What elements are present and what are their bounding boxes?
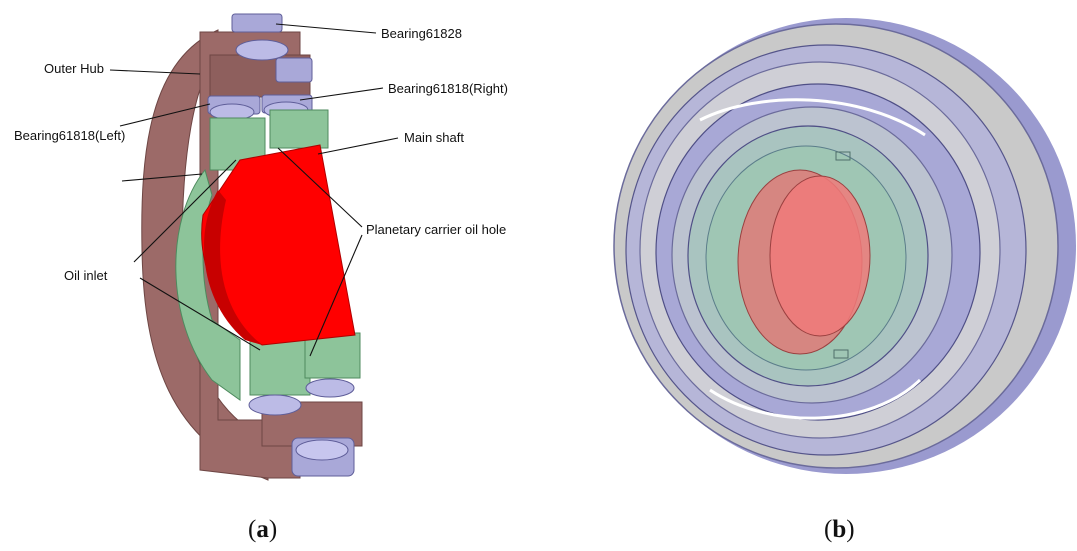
bearing-61828-top <box>231 13 313 83</box>
carrier-bottom-left <box>249 339 311 396</box>
callout-leaders <box>109 23 399 357</box>
ring-gap-top <box>699 98 926 137</box>
bearing-lower <box>248 378 355 477</box>
main-shaft-face <box>204 190 262 345</box>
leader-planetary-1 <box>277 147 363 228</box>
shaft-front <box>769 175 871 337</box>
panel-b-transparent-view: (b) <box>613 18 1076 543</box>
caption-b-letter: b <box>832 516 846 543</box>
leader-main-shaft <box>317 137 399 155</box>
carrier-top-right <box>269 109 329 149</box>
oil-hole-mark-bottom <box>833 349 849 359</box>
outer-hub-shape <box>141 29 269 481</box>
leader-oil-inlet-2 <box>139 277 261 351</box>
caption-b: (b) <box>824 516 855 543</box>
caption-a-letter: a <box>256 516 269 543</box>
caption-a: (a) <box>248 516 277 543</box>
label-bearing-61828: Bearing61828 <box>381 26 462 41</box>
leader-bearing-left <box>119 103 211 127</box>
label-planetary-oil-hole: Planetary carrier oil hole <box>366 222 506 237</box>
label-main-shaft: Main shaft <box>404 130 464 145</box>
leader-bearing-61828 <box>275 23 377 34</box>
label-bearing-right: Bearing61818(Right) <box>388 81 508 96</box>
label-oil-inlet: Oil inlet <box>64 268 108 283</box>
panel-a-section-view: Bearing61828 Outer Hub Bearing61818(Righ… <box>14 13 508 543</box>
ring-gap-bottom <box>709 378 922 420</box>
leader-oil-inlet-1 <box>133 159 237 263</box>
leader-blank <box>121 173 203 182</box>
leader-outer-hub <box>109 69 201 75</box>
label-outer-hub: Outer Hub <box>44 61 104 76</box>
bearing-61818-left <box>207 95 261 121</box>
oil-hole-mark-top <box>835 151 851 161</box>
leader-planetary-2 <box>309 234 363 357</box>
leader-bearing-right <box>299 87 384 101</box>
label-bearing-left: Bearing61818(Left) <box>14 128 125 143</box>
carrier-bottom-right <box>304 332 361 379</box>
